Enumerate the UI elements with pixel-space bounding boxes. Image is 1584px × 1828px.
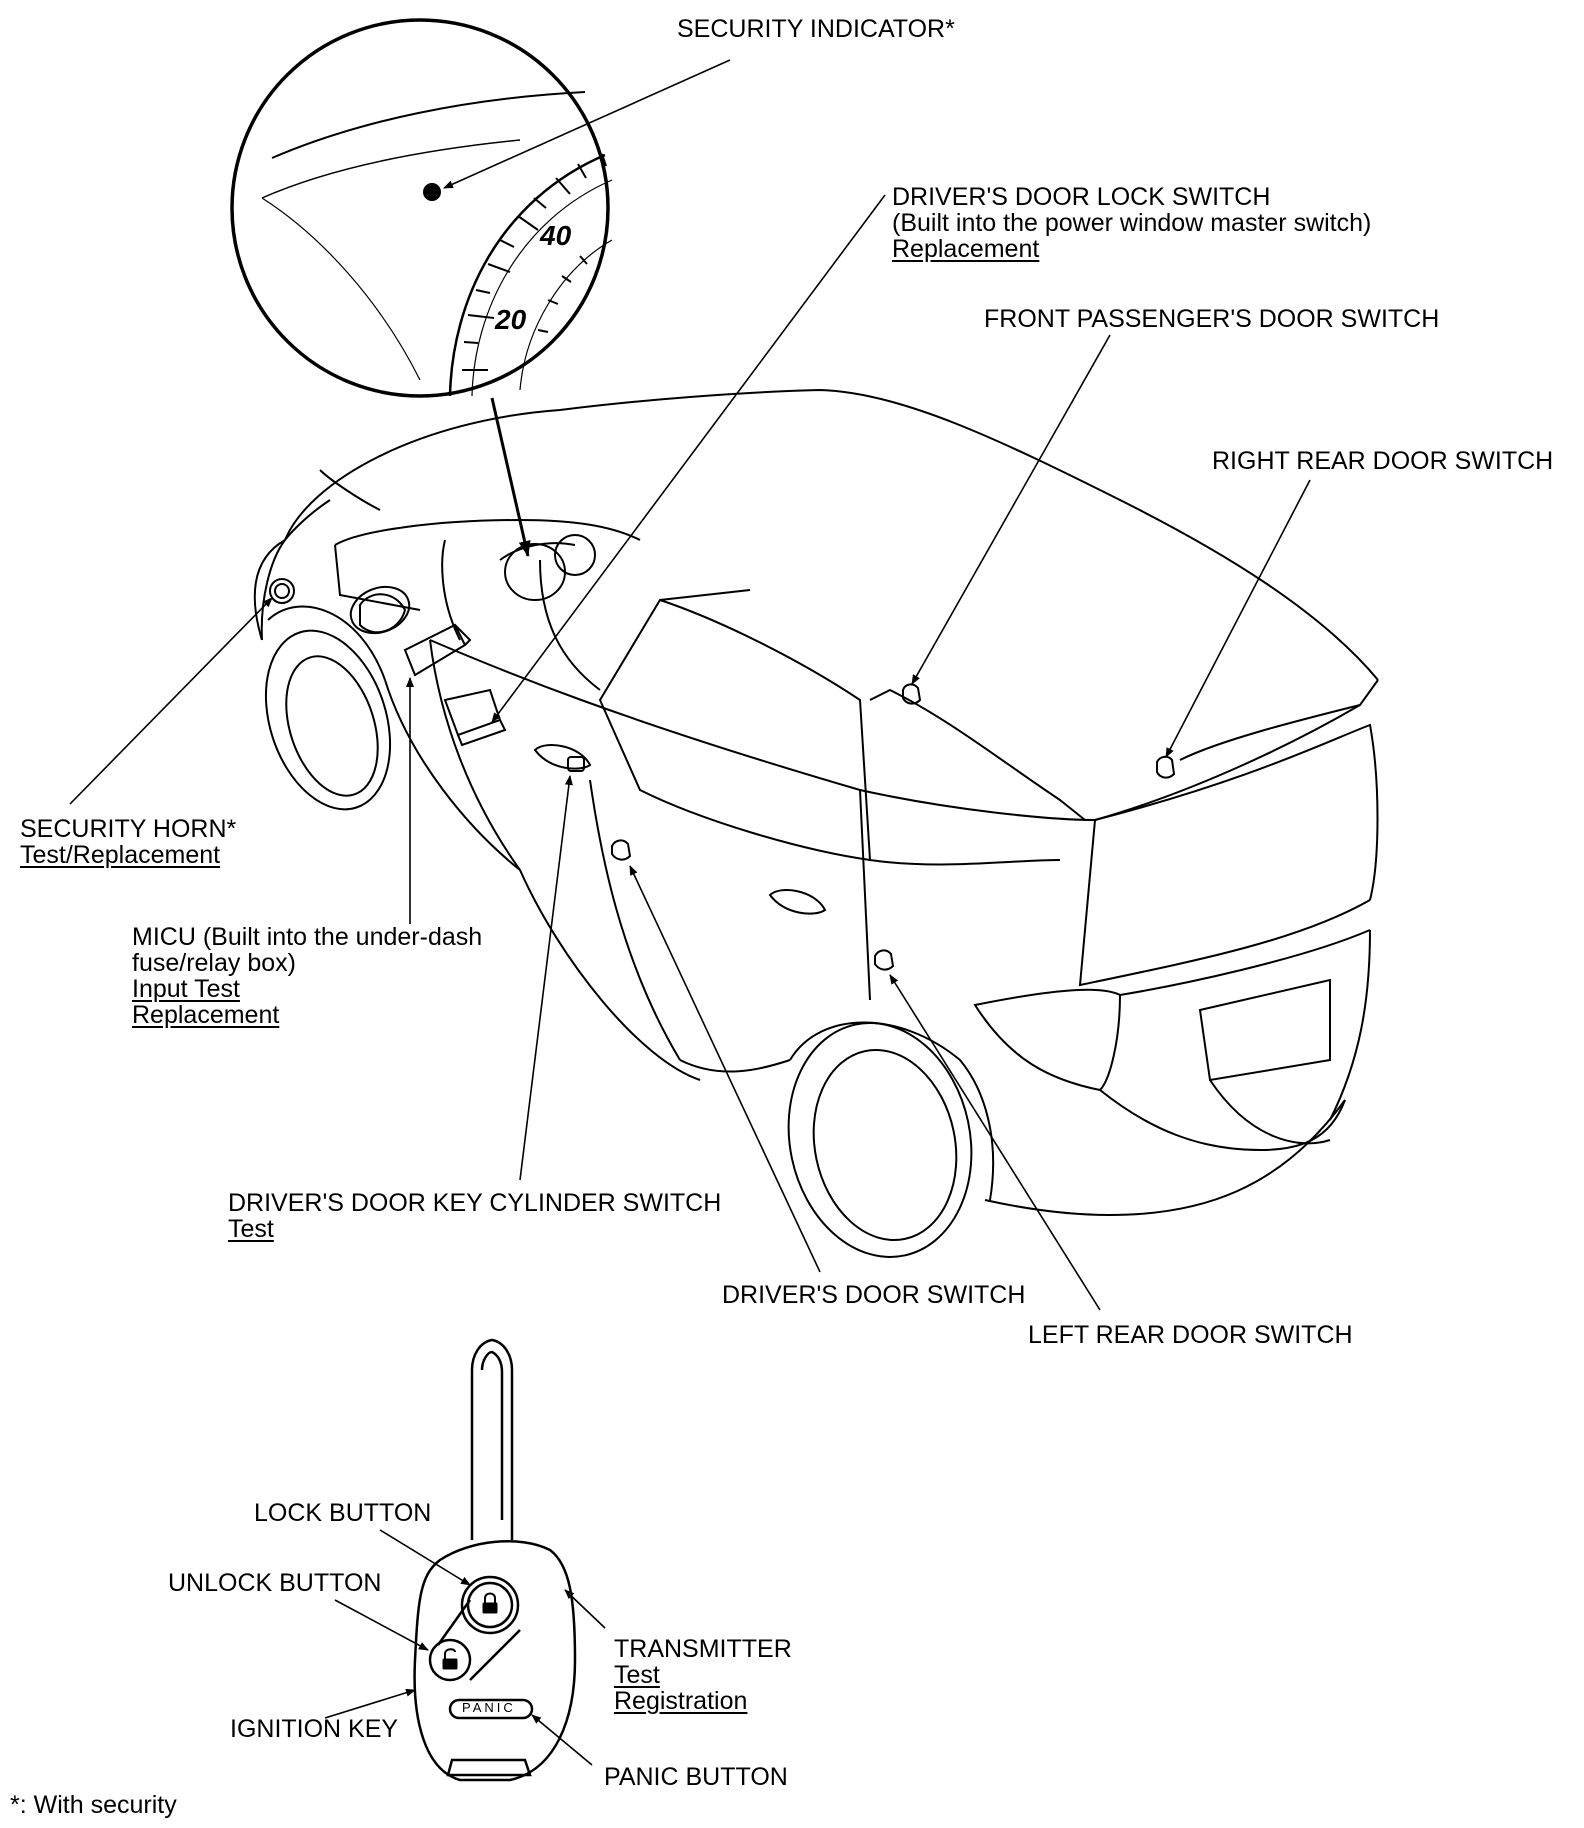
drivers-door-switch-label: DRIVER'S DOOR SWITCH [722,1281,1026,1309]
panic-button-text[interactable]: PANIC [462,1700,516,1715]
gauge-mark-20: 20 [495,304,527,335]
drivers-door-lock-switch-note: (Built into the power window master swit… [892,209,1372,237]
drivers-door-lock-switch-label: DRIVER'S DOOR LOCK SWITCH [892,183,1271,211]
transmitter-test-link[interactable]: Test [614,1661,660,1689]
security-horn-label: SECURITY HORN* [20,815,237,843]
security-horn-test-replacement-link[interactable]: Test/Replacement [20,841,221,869]
left-rear-door-switch-label: LEFT REAR DOOR SWITCH [1028,1321,1353,1349]
transmitter-registration-link[interactable]: Registration [614,1687,748,1715]
unlock-button-label: UNLOCK BUTTON [168,1569,382,1597]
gauge-mark-40: 40 [540,220,572,251]
panic-button-label: PANIC BUTTON [604,1763,788,1791]
key-fob [415,1340,575,1780]
drivers-door-key-cylinder-switch-label: DRIVER'S DOOR KEY CYLINDER SWITCH [228,1189,722,1217]
micu-replacement-link[interactable]: Replacement [132,1001,280,1029]
car-body [244,390,1378,1274]
drivers-door-lock-switch-replacement-link[interactable]: Replacement [892,235,1040,263]
leader-lines [70,60,1310,1765]
micu-label-line2: fuse/relay box) [132,949,296,977]
key-cylinder-test-link[interactable]: Test [228,1215,274,1243]
transmitter-label: TRANSMITTER [614,1635,792,1663]
micu-label: MICU (Built into the under-dash [132,923,483,951]
ignition-key-label: IGNITION KEY [230,1715,399,1743]
security-indicator-label: SECURITY INDICATOR* [677,15,955,43]
micu-input-test-link[interactable]: Input Test [132,975,240,1003]
lock-button-label: LOCK BUTTON [254,1499,432,1527]
footnote: *: With security [10,1791,177,1819]
right-rear-door-switch-label: RIGHT REAR DOOR SWITCH [1212,447,1554,475]
unlock-icon [443,1649,457,1669]
lock-icon [483,1594,497,1614]
front-passengers-door-switch-label: FRONT PASSENGER'S DOOR SWITCH [984,305,1440,333]
instrument-detail-circle [232,20,612,396]
